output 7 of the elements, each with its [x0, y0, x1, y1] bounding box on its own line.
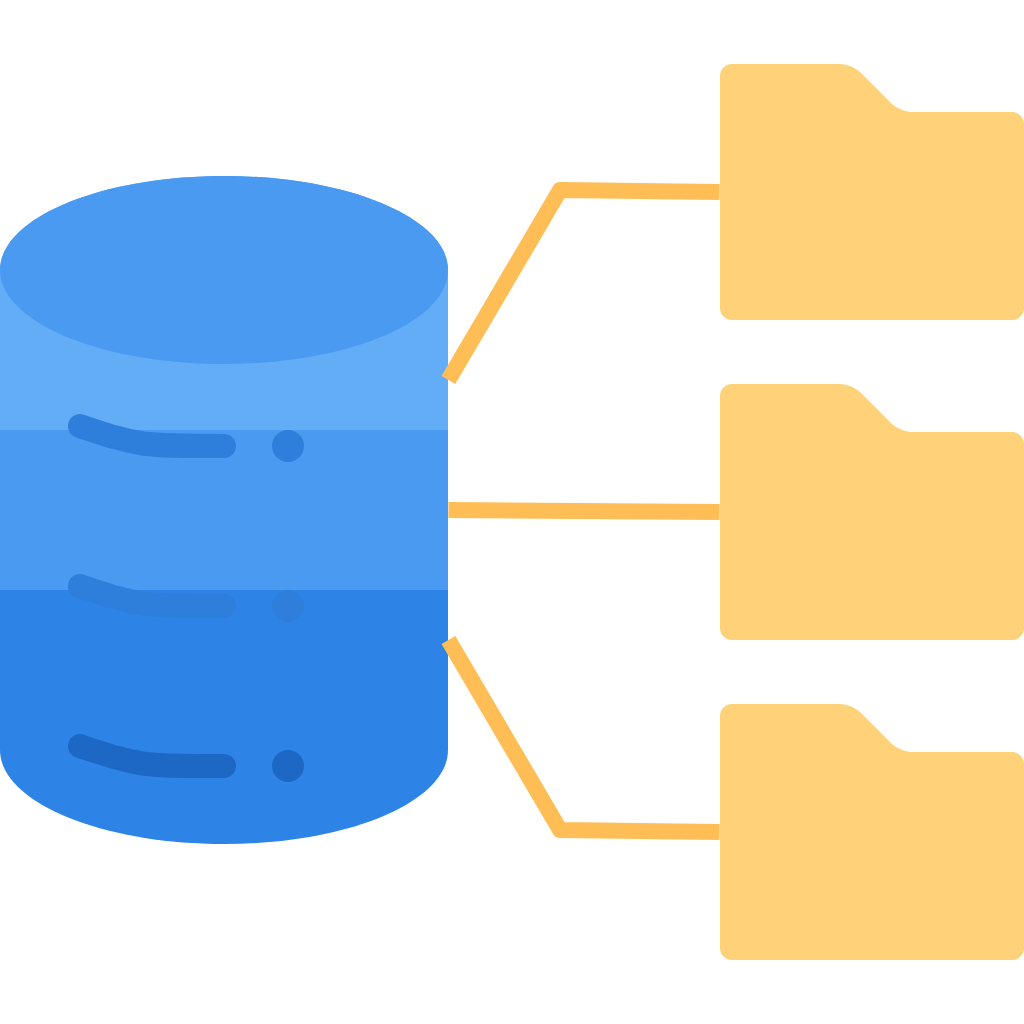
connector-line [441, 182, 720, 385]
folder-icon [720, 64, 1024, 320]
connector-line [441, 635, 720, 840]
folder-icon [720, 704, 1024, 960]
connector-line [448, 502, 720, 520]
database-drawing [0, 176, 448, 844]
folder-icon [720, 384, 1024, 640]
